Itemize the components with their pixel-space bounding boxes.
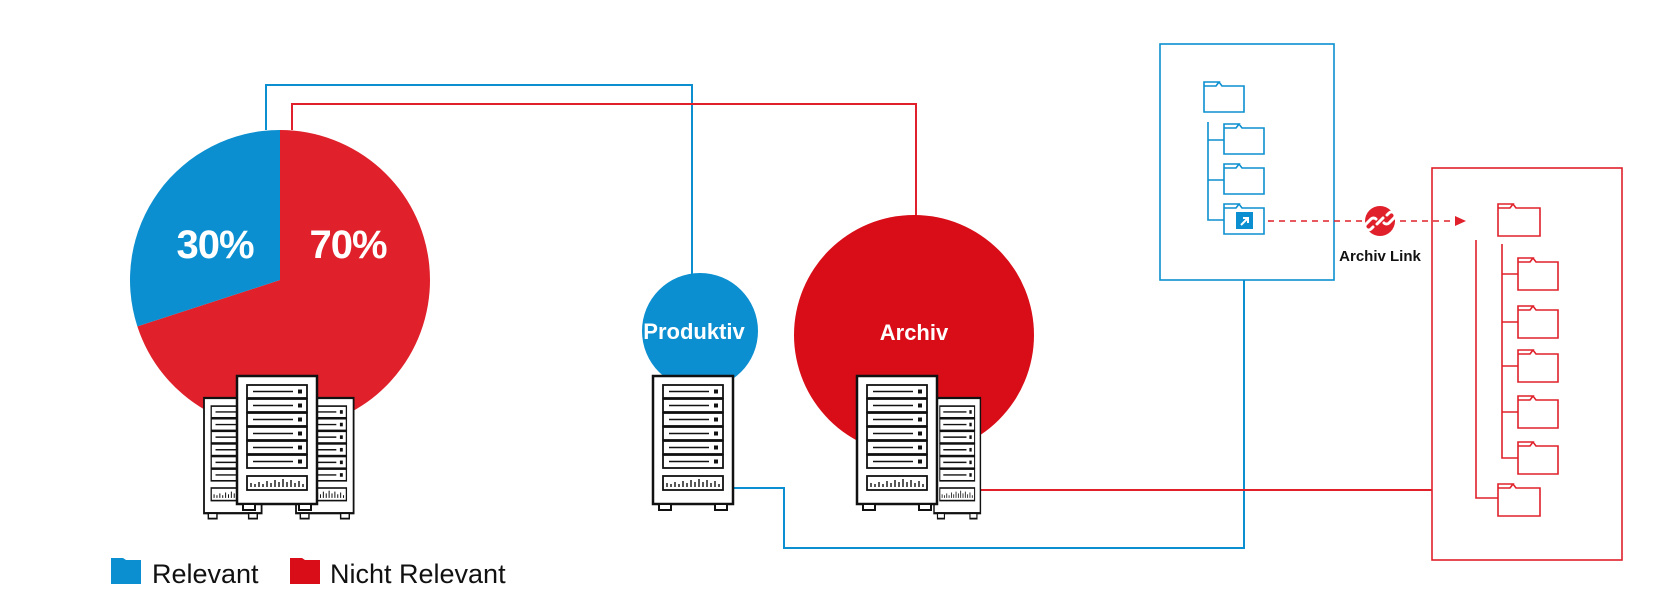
folder-icon <box>1223 123 1265 155</box>
relevance-pie: 30% 70% <box>129 130 430 430</box>
folder-icon <box>1203 81 1245 113</box>
archive-file-tree <box>1431 167 1623 561</box>
produktiv-node: Produktiv <box>642 273 758 512</box>
notrelevant-to-archiv-line <box>291 103 917 216</box>
produktiv-circle <box>642 273 758 389</box>
legend-folder-relevant-icon <box>111 558 141 584</box>
legend-item-not-relevant: Nicht Relevant <box>290 558 506 589</box>
pie-slice-relevant <box>129 130 280 327</box>
folder-icon <box>1223 163 1265 195</box>
folder-icon <box>1497 483 1541 517</box>
folder-icon <box>1497 203 1541 237</box>
archiv-link: Archiv Link <box>1268 206 1466 265</box>
productive-file-tree <box>1159 43 1335 281</box>
produktiv-server-icon <box>651 374 735 512</box>
connector-lines <box>265 84 1432 549</box>
folder-icon <box>1517 305 1559 339</box>
folder-icon <box>1517 395 1559 429</box>
folder-icon <box>1517 257 1559 291</box>
folder-icon <box>1517 441 1559 475</box>
archive-file-tree-frame <box>1431 167 1623 561</box>
legend-folder-not-relevant-icon <box>290 558 320 584</box>
server-group-source <box>202 374 355 520</box>
folder-icon <box>1517 349 1559 383</box>
relevant-to-produktiv-line <box>265 84 693 278</box>
archiv-node: Archiv <box>794 215 1034 520</box>
archiv-label: Archiv <box>880 320 949 345</box>
produktiv-to-filetree-line <box>733 280 1245 549</box>
legend-label-relevant: Relevant <box>152 559 259 589</box>
pie-label-relevant: 30% <box>176 223 253 267</box>
pie-slice-not-relevant <box>137 130 430 430</box>
productive-file-tree-frame <box>1159 43 1335 281</box>
legend: Relevant Nicht Relevant <box>111 558 506 589</box>
produktiv-label: Produktiv <box>643 319 745 344</box>
legend-item-relevant: Relevant <box>111 558 259 589</box>
archiv-link-label: Archiv Link <box>1339 248 1421 265</box>
legend-label-not-relevant: Nicht Relevant <box>330 559 506 589</box>
archiv-server-icon <box>855 374 982 520</box>
archiv-circle <box>794 215 1034 455</box>
pie-label-not-relevant: 70% <box>309 223 386 267</box>
